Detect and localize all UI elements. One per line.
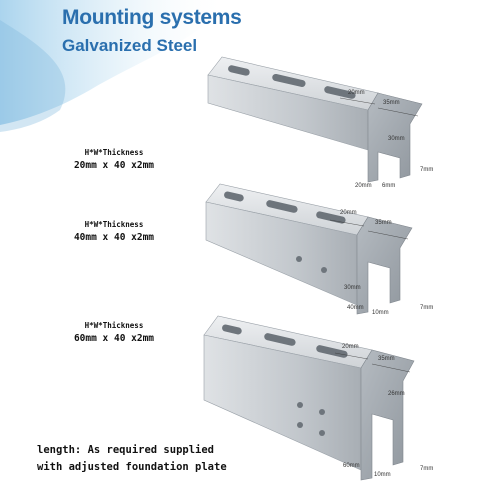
dimension-label: 7mm — [420, 466, 433, 472]
footer-line: length: As required supplied — [37, 444, 215, 456]
spec-value: 40mm x 40 x2mm — [73, 232, 155, 243]
rail-2: 20mm 35mm 30mm 7mm 40mm 10mm — [205, 183, 433, 316]
dimension-label: 20mm — [342, 344, 359, 350]
slot — [316, 345, 348, 358]
mounting-hole — [319, 409, 325, 415]
footer-note: length: As required supplied with adjust… — [37, 442, 227, 476]
page-subtitle: Galvanized Steel — [62, 36, 198, 55]
slot — [222, 324, 242, 335]
rail-1: 20mm 35mm 30mm 7mm 20mm 6mm — [207, 56, 433, 189]
slot — [264, 333, 296, 346]
spec-value: 20mm x 40 x2mm — [73, 160, 155, 171]
slot — [272, 73, 306, 88]
rail-3: 20mm 35mm 26mm 7mm 60mm 10mm — [203, 315, 433, 481]
dimension-label: 20mm — [348, 90, 365, 96]
dimension-label: 40mm — [347, 305, 364, 311]
page-title: Mounting systems — [62, 6, 242, 29]
dimension-label: 6mm — [382, 183, 395, 189]
footer-line: with adjusted foundation plate — [37, 461, 227, 473]
slot — [266, 200, 298, 213]
mounting-hole — [321, 267, 327, 273]
mounting-hole — [297, 402, 303, 408]
dimension-label: 35mm — [378, 356, 395, 362]
dimension-label: 60mm — [343, 463, 360, 469]
dimension-label: 7mm — [420, 167, 433, 173]
dimension-label: 7mm — [420, 305, 433, 311]
dimension-label: 26mm — [388, 391, 405, 397]
slot — [224, 191, 244, 202]
dimension-label: 30mm — [388, 136, 405, 142]
dimension-label: 10mm — [374, 472, 391, 478]
dimension-label: 20mm — [355, 183, 372, 189]
spec-label: H*W*Thickness — [84, 148, 144, 157]
spec-label: H*W*Thickness — [84, 220, 144, 229]
slot — [324, 86, 356, 99]
dimension-label: 30mm — [344, 285, 361, 291]
dimension-label: 10mm — [372, 310, 389, 316]
dimension-label: 35mm — [375, 220, 392, 226]
spec-block-2: H*W*Thickness 40mm x 40 x2mm — [58, 220, 170, 243]
mounting-hole — [296, 256, 302, 262]
dimension-label: 35mm — [383, 100, 400, 106]
spec-value: 60mm x 40 x2mm — [73, 333, 155, 344]
slot — [228, 65, 250, 76]
spec-block-3: H*W*Thickness 60mm x 40 x2mm — [58, 321, 170, 344]
mounting-hole — [319, 430, 325, 436]
slot — [316, 211, 346, 224]
mounting-hole — [297, 422, 303, 428]
dimension-label: 20mm — [340, 210, 357, 216]
spec-label: H*W*Thickness — [84, 321, 144, 330]
spec-block-1: H*W*Thickness 20mm x 40 x2mm — [58, 148, 170, 171]
